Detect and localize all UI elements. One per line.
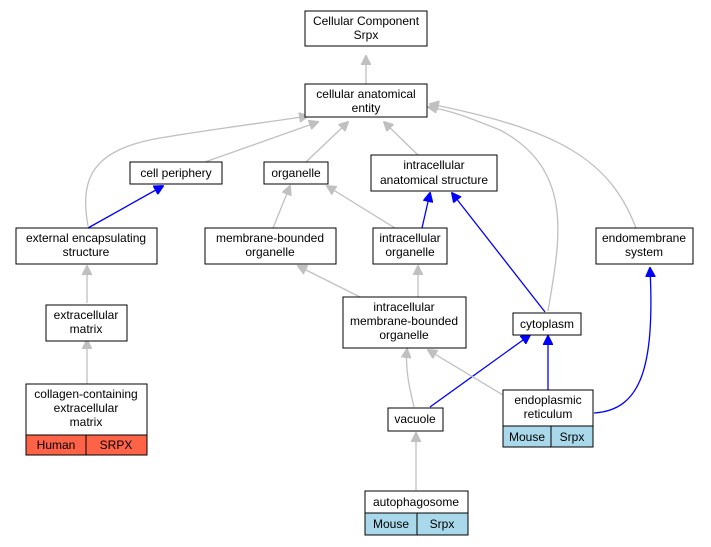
node-label-line: external encapsulating [26, 231, 146, 245]
edge-vacuole-cytoplasm [429, 335, 530, 408]
node-endoplasmic-reticulum[interactable]: endoplasmic reticulum Mouse Srpx [502, 389, 594, 448]
node-label-line: membrane-bounded [216, 231, 324, 245]
edge-cell-periphery-cae [204, 122, 318, 163]
species-label: Mouse [373, 517, 409, 531]
gene-label: Srpx [430, 517, 455, 531]
species-label: Human [37, 438, 76, 452]
node-label-line: endoplasmic [514, 393, 581, 407]
gene-tag-srpx [550, 425, 594, 448]
node-label-line: Srpx [354, 28, 379, 42]
node-label-line: organelle [379, 328, 429, 342]
node-label-line: intracellular [373, 300, 434, 314]
node-label-line: intracellular [403, 158, 464, 172]
edge-cytoplasm-cae [428, 107, 559, 312]
node-collagen-containing-extracellular-matrix[interactable]: collagen-containing extracellular matrix… [25, 383, 148, 456]
node-label-line: Cellular Component [313, 14, 420, 28]
node-label-line: matrix [70, 415, 103, 429]
node-intracellular-organelle[interactable]: intracellular organelle [372, 227, 448, 265]
node-label-line: organelle [271, 166, 321, 180]
node-label-line: anatomical structure [380, 173, 488, 187]
node-label-line: cellular anatomical [316, 87, 415, 101]
node-label-line: vacuole [394, 412, 436, 426]
node-organelle[interactable]: organelle [263, 161, 329, 185]
node-label-line: extracellular [54, 308, 119, 322]
edge-organelle-cae [305, 122, 348, 163]
node-label-line: system [625, 245, 663, 259]
node-label-line: organelle [245, 245, 295, 259]
gene-label: SRPX [100, 438, 133, 452]
edge-er-imbo [428, 350, 504, 396]
gene-tag-srpx [416, 512, 469, 536]
node-label-line: entity [352, 101, 381, 115]
node-label-line: intracellular [379, 231, 440, 245]
node-cytoplasm[interactable]: cytoplasm [512, 312, 582, 336]
species-label: Mouse [509, 430, 545, 444]
edge-ias-cae [384, 122, 419, 156]
edge-io-ias [421, 193, 430, 229]
edge-vacuole-imbo [407, 349, 415, 408]
node-cell-periphery[interactable]: cell periphery [129, 161, 223, 185]
node-vacuole[interactable]: vacuole [387, 407, 444, 432]
gene-label: Srpx [560, 430, 585, 444]
edge-ees-cell-periphery [87, 186, 163, 229]
edge-io-organelle [327, 186, 396, 229]
node-membrane-bounded-organelle[interactable]: membrane-bounded organelle [204, 227, 337, 265]
node-label-line: collagen-containing [34, 387, 137, 401]
node-label-line: structure [63, 245, 110, 259]
node-label-line: matrix [70, 322, 103, 336]
edge-imbo-mbo [298, 266, 361, 298]
node-extracellular-matrix[interactable]: extracellular matrix [45, 304, 128, 342]
gene-tag-srpx [85, 434, 148, 456]
node-label-line: extracellular [54, 401, 119, 415]
node-label-line: organelle [385, 245, 435, 259]
edge-ees-cae [85, 116, 308, 227]
node-intracellular-anatomical-structure[interactable]: intracellular anatomical structure [370, 154, 498, 192]
node-label-line: endomembrane [602, 231, 686, 245]
node-label-line: membrane-bounded [350, 314, 458, 328]
node-cellular-component[interactable]: Cellular Component Srpx [304, 10, 428, 47]
node-intracellular-membrane-bounded-organelle[interactable]: intracellular membrane-bounded organelle [342, 296, 467, 349]
node-label-line: cell periphery [140, 166, 211, 180]
edge-endomembrane-cae [430, 104, 637, 229]
edge-mbo-organelle [272, 186, 290, 229]
edges [86, 56, 651, 490]
edge-cytoplasm-ias [452, 193, 546, 313]
node-cellular-anatomical-entity[interactable]: cellular anatomical entity [304, 83, 428, 118]
node-endomembrane-system[interactable]: endomembrane system [595, 227, 694, 265]
edge-er-endomembrane [593, 268, 651, 414]
node-autophagosome[interactable]: autophagosome Mouse Srpx [364, 490, 469, 536]
node-label-line: cytoplasm [520, 317, 574, 331]
node-label-line: autophagosome [373, 495, 459, 509]
node-external-encapsulating-structure[interactable]: external encapsulating structure [15, 227, 158, 265]
node-label-line: reticulum [524, 407, 573, 421]
